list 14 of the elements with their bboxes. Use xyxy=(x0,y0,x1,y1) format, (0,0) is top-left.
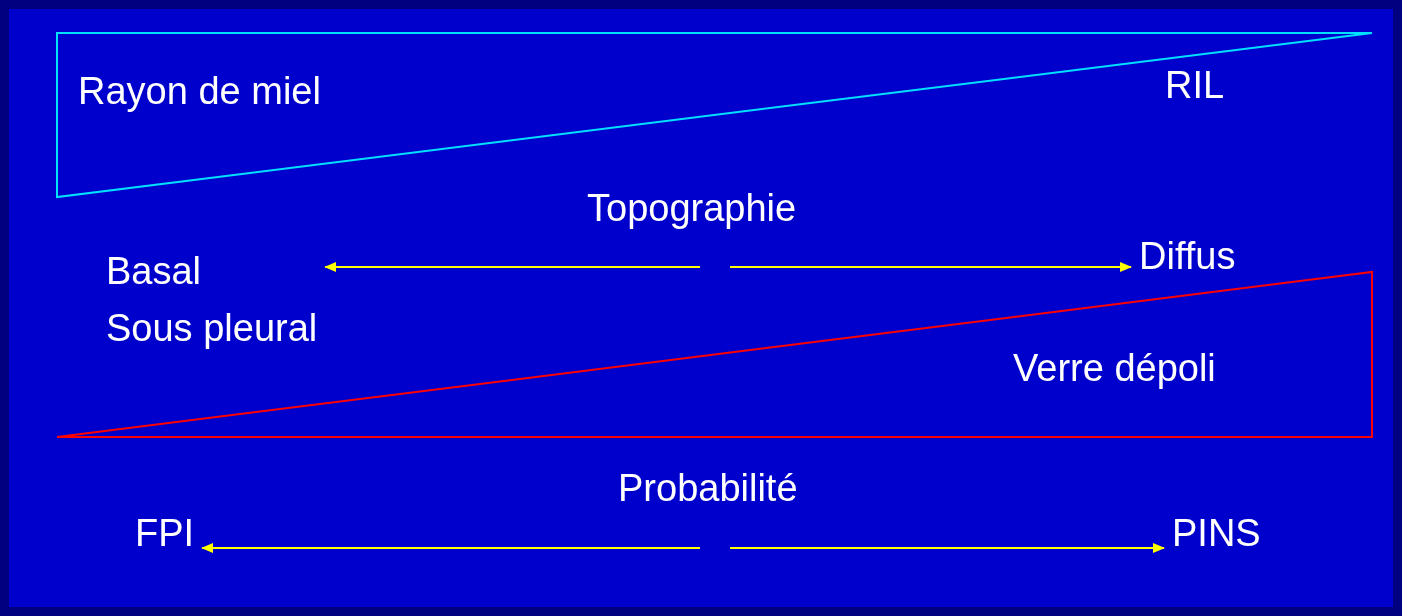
label-text: PINS xyxy=(1172,511,1261,556)
scale-label: Rayon de miel xyxy=(78,69,321,114)
label-text: Sous pleural xyxy=(106,306,318,351)
label-text: Topographie xyxy=(587,186,797,231)
arrow xyxy=(729,543,1165,553)
scale-label: Verre dépoli xyxy=(1013,346,1216,391)
arrow xyxy=(324,262,701,272)
arrow xyxy=(201,543,701,553)
label-text: Diffus xyxy=(1139,234,1236,279)
arrow xyxy=(729,262,1132,272)
label-text: Basal xyxy=(106,249,203,294)
label-text: FPI xyxy=(135,511,195,556)
scale-label: RIL xyxy=(1165,63,1225,108)
label-text: Probabilité xyxy=(618,466,798,511)
